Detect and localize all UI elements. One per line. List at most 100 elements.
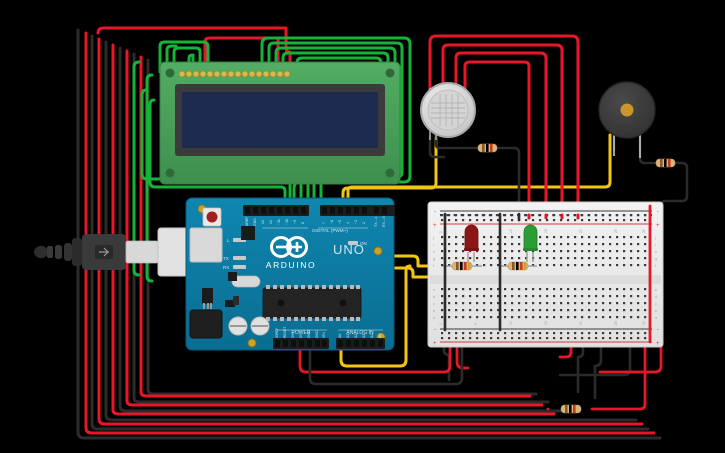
svg-text:c: c (433, 302, 435, 306)
crystal-oscillator (231, 275, 261, 288)
svg-text:GND: GND (307, 330, 311, 338)
wire-group-green-left-loops (132, 60, 154, 283)
svg-text:4: 4 (346, 222, 350, 224)
svg-text:-: - (434, 209, 436, 215)
svg-text:VIN: VIN (322, 332, 326, 338)
breadboard-holes-upper[interactable] (441, 236, 647, 267)
svg-text:A4: A4 (370, 334, 374, 338)
svg-text:h: h (433, 250, 435, 254)
digital-header-label: DIGITAL (PWM~) (312, 228, 348, 233)
svg-text:~9: ~9 (293, 220, 297, 224)
breadboard-bottom-power-rail[interactable]: - - + + (433, 327, 660, 347)
svg-text:-: - (434, 327, 436, 333)
svg-text:b: b (655, 309, 657, 313)
svg-text:AREF: AREF (245, 216, 249, 226)
svg-text:a: a (433, 316, 435, 320)
analog-header-label: ANALOG IN (346, 330, 374, 336)
svg-text:A3: A3 (362, 334, 366, 338)
breadboard-holes-lower[interactable] (441, 288, 647, 319)
svg-text:h: h (655, 250, 657, 254)
svg-text:13: 13 (261, 220, 265, 224)
resistor-green-led[interactable] (500, 261, 537, 271)
wire-group-green-lcd-left (158, 40, 210, 74)
svg-text:1: 1 (439, 323, 443, 325)
svg-text:5: 5 (474, 323, 478, 325)
arduino-model: UNO (333, 242, 365, 257)
resistor-buzzer[interactable] (655, 158, 676, 168)
svg-text:A2: A2 (354, 334, 358, 338)
photoresistor-ldr[interactable] (420, 82, 476, 140)
svg-text:TX: TX (223, 256, 229, 261)
svg-text:25: 25 (614, 229, 618, 233)
resistor-bottom-rail[interactable] (560, 404, 582, 414)
smd-component (233, 296, 239, 305)
arduino-logo (270, 236, 308, 258)
lcd-pin-header[interactable] (178, 70, 291, 78)
svg-text:RX←0: RX←0 (382, 216, 386, 227)
svg-text:c: c (655, 302, 657, 306)
svg-text:e: e (433, 288, 435, 292)
digital-pin-header[interactable] (243, 205, 395, 216)
mounting-hole (247, 338, 257, 348)
atmega328p-mcu (262, 285, 362, 321)
svg-text:2: 2 (362, 222, 366, 224)
lcd-16x2-display[interactable] (159, 61, 401, 185)
svg-text:15: 15 (544, 229, 548, 233)
svg-text:~6: ~6 (330, 220, 334, 224)
breadboard-row-letters: jih gf jih gf edc ba edc ba (432, 236, 657, 320)
svg-text:i: i (655, 243, 656, 247)
svg-text:f: f (655, 264, 656, 268)
svg-text:~10: ~10 (285, 219, 289, 225)
wire-group-arduino-power (298, 338, 464, 386)
svg-text:GND: GND (315, 330, 319, 338)
svg-text:A5: A5 (378, 334, 382, 338)
mounting-hole (373, 246, 383, 256)
svg-text:30: 30 (642, 321, 646, 325)
resistor-red-led[interactable] (443, 261, 482, 271)
svg-text:i: i (433, 243, 434, 247)
svg-text:RX: RX (223, 265, 229, 270)
usb-port[interactable] (189, 227, 223, 263)
piezo-buzzer[interactable] (598, 81, 656, 158)
status-leds: L TX RX ON (223, 238, 367, 270)
usb-cable-connector[interactable] (34, 227, 193, 277)
arduino-wordmark: ARDUINO (266, 260, 316, 270)
svg-text:-: - (657, 209, 659, 215)
svg-text:15: 15 (544, 321, 548, 325)
svg-text:+: + (656, 341, 660, 347)
analog-pin-header[interactable] (336, 338, 385, 349)
svg-text:ON: ON (360, 241, 367, 246)
svg-text:~3: ~3 (354, 220, 358, 224)
wire-group-black-outer (76, 28, 662, 440)
arduino-uno-r3[interactable]: DIGITAL (PWM~) AREF GND 13 12 ~11 ~10 ~9… (185, 197, 395, 351)
reset-button[interactable] (202, 207, 222, 227)
power-header-label: POWER (292, 330, 311, 336)
svg-text:L: L (227, 238, 230, 243)
svg-text:~11: ~11 (277, 219, 281, 225)
svg-text:RESET: RESET (283, 327, 287, 338)
svg-text:30: 30 (642, 229, 646, 233)
svg-text:d: d (655, 295, 657, 299)
svg-text:f: f (433, 264, 434, 268)
resistor-photoresistor[interactable] (477, 143, 498, 153)
voltage-regulator (202, 288, 213, 304)
wire-group-red-right-top (428, 34, 580, 217)
svg-text:b: b (433, 309, 435, 313)
svg-text:7: 7 (322, 222, 326, 224)
power-jack[interactable] (189, 309, 223, 339)
breadboard-column-numbers: 1 5 10 15 20 25 30 1 5 10 15 20 25 30 (439, 229, 646, 325)
led-red[interactable] (464, 224, 479, 262)
breadboard-full-plus[interactable]: - - + + (427, 201, 664, 348)
svg-text:5V: 5V (299, 333, 303, 338)
power-pin-header[interactable] (273, 338, 329, 349)
svg-text:a: a (655, 316, 657, 320)
svg-text:GND: GND (253, 218, 257, 226)
breadboard-rail-holes-top[interactable] (441, 214, 647, 222)
wire-group-red-outer (84, 31, 656, 435)
svg-text:10: 10 (509, 229, 513, 233)
svg-text:e: e (655, 288, 657, 292)
svg-text:d: d (433, 295, 435, 299)
led-green[interactable] (523, 224, 538, 262)
